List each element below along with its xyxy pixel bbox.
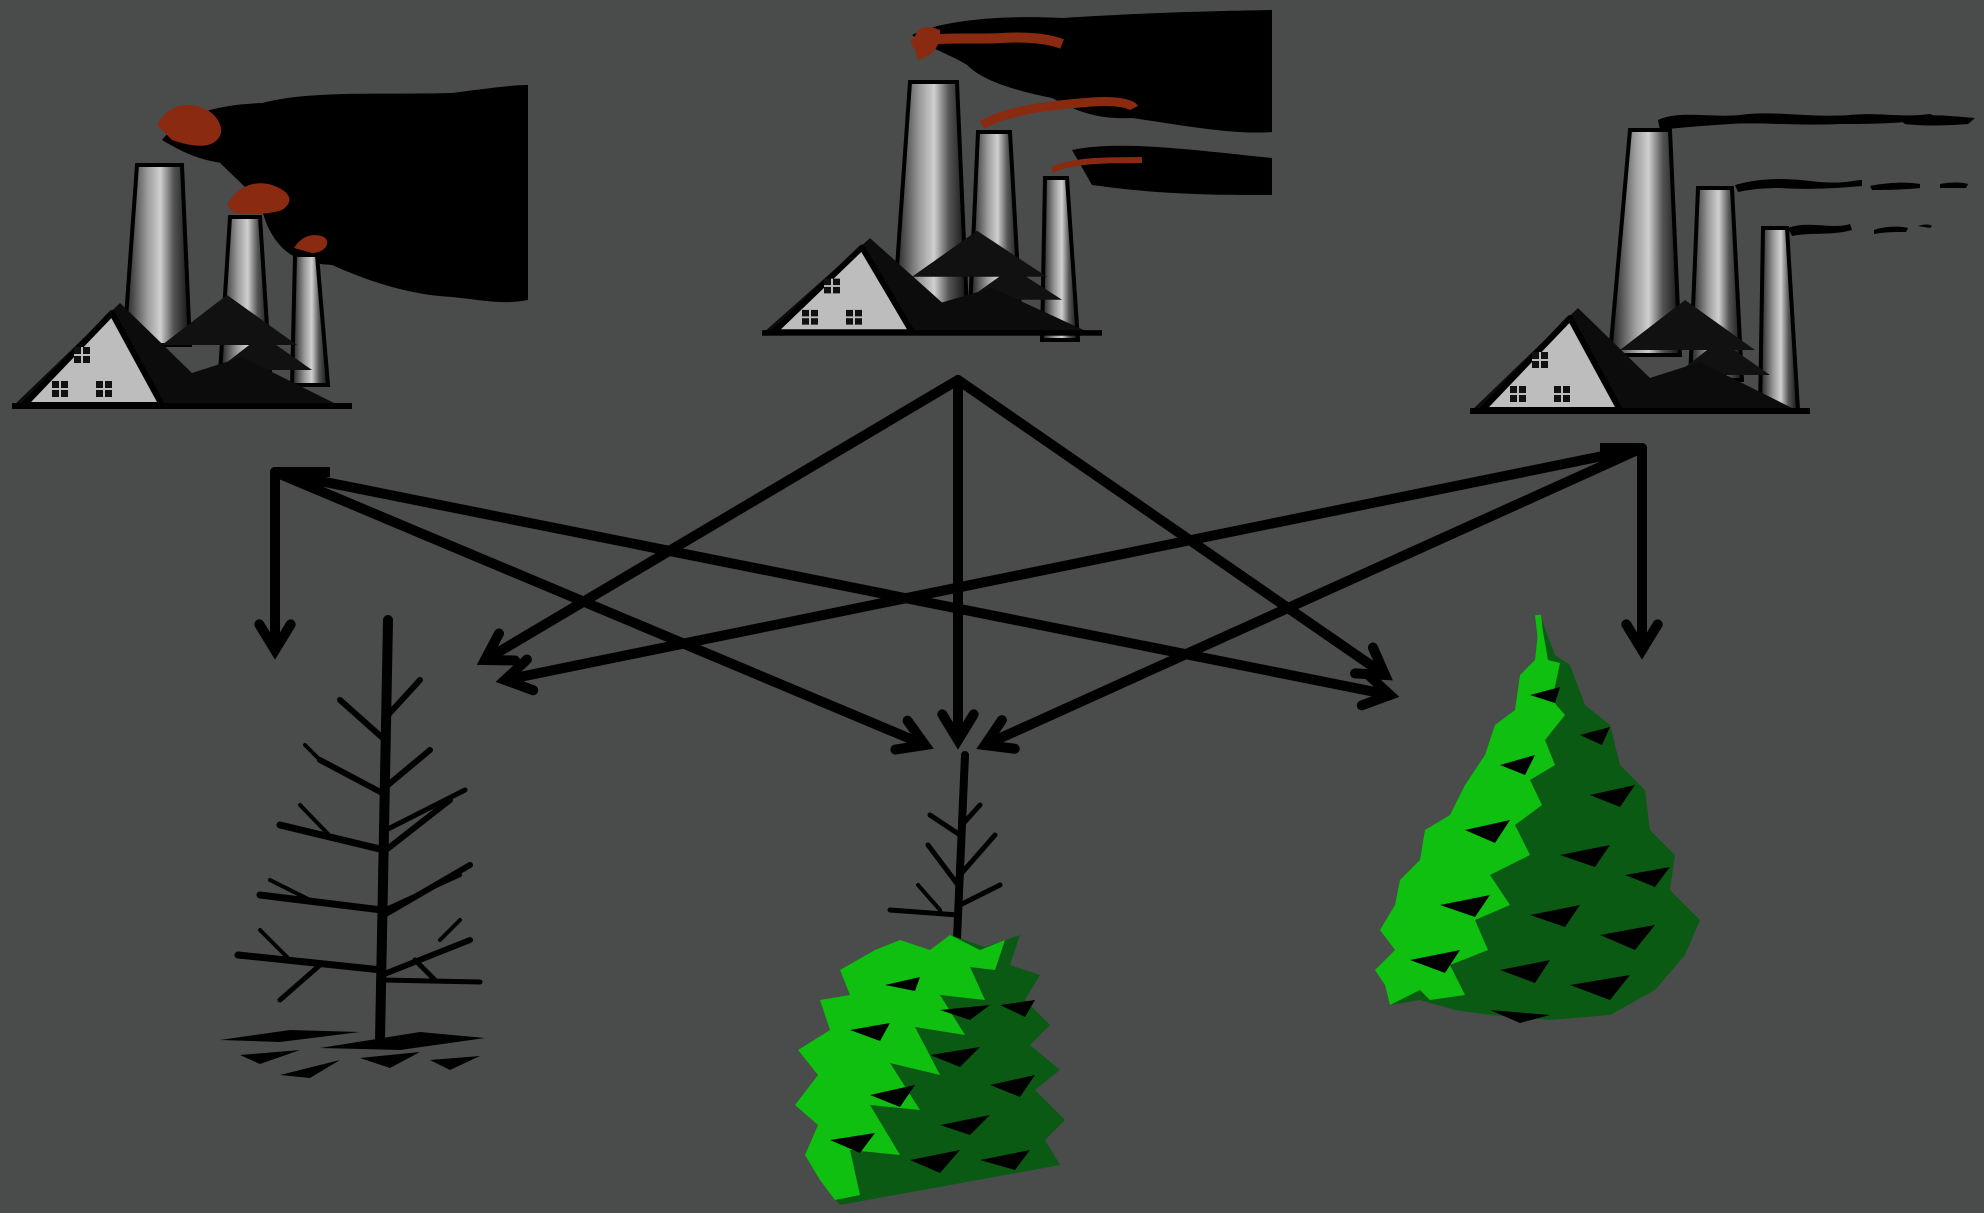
tree-healthy: [1375, 615, 1700, 1023]
tree-partial: [795, 755, 1065, 1205]
arrow-connections: [259, 380, 1657, 750]
light-smoke-wisps: [1658, 113, 1940, 130]
arrow-factory-heavy-smoke-to-tree-partial: [275, 472, 925, 745]
tree-dead: [220, 620, 485, 1078]
factory-light-smoke: [1470, 113, 1975, 414]
factory-heavy-smoke: [12, 85, 528, 409]
arrow-factory-heavy-smoke-to-tree-healthy: [275, 472, 1390, 695]
arrow-factory-light-smoke-to-tree-dead: [505, 448, 1642, 680]
healthy-tree-icon: [1375, 615, 1700, 1023]
medium-smoke-cloud: [912, 10, 1272, 133]
damaged-tree-icon: [795, 935, 1065, 1205]
arrow-factory-medium-smoke-to-tree-dead: [485, 380, 958, 660]
factory-medium-smoke: [762, 10, 1272, 340]
arrow-factory-medium-smoke-to-tree-healthy: [958, 380, 1385, 675]
ground-debris: [220, 1030, 485, 1078]
heavy-smoke-cloud: [162, 85, 528, 302]
bare-tree-icon: [238, 620, 480, 1040]
